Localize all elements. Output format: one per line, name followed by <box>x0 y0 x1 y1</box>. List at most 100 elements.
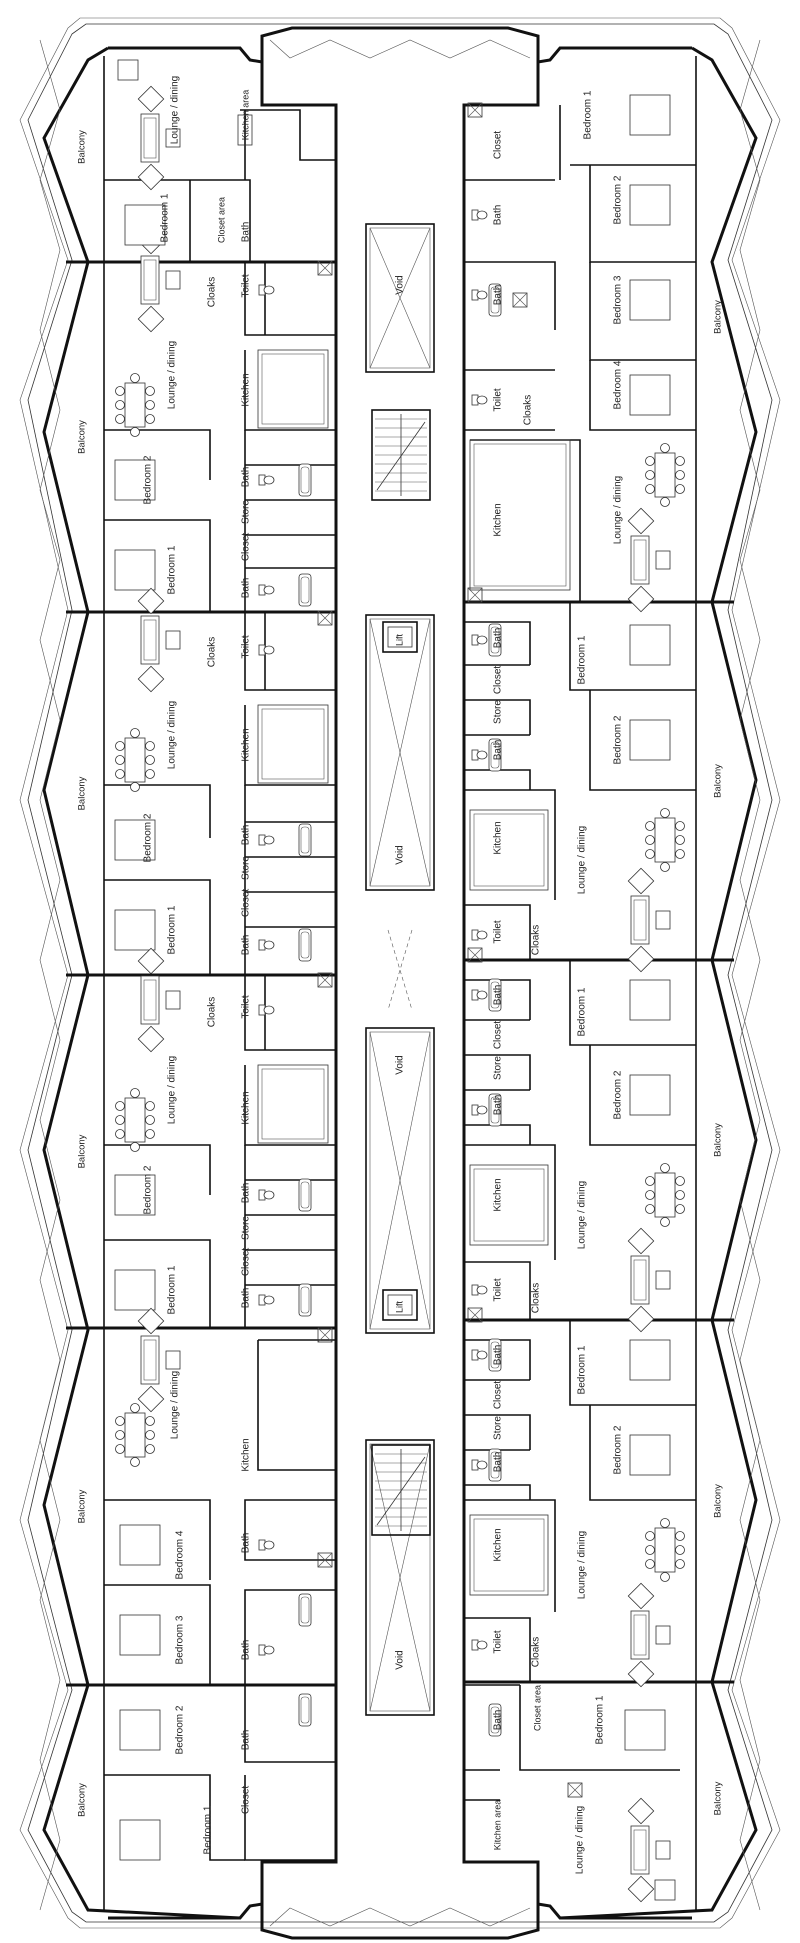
room-label-store: Store <box>241 1216 252 1240</box>
room-label-bath: Bath <box>493 1452 504 1473</box>
room-label-bedroom-3: Bedroom 3 <box>175 1615 186 1664</box>
lift-label: Lift <box>394 1301 404 1314</box>
bed <box>114 459 156 501</box>
shower-tray <box>317 260 333 276</box>
bed <box>629 1074 671 1116</box>
bed <box>629 624 671 666</box>
staircase <box>371 409 431 501</box>
void-shaft: Void <box>365 614 435 891</box>
room-label-kitchen: Kitchen <box>493 821 504 854</box>
toilet-fixture <box>258 1189 275 1201</box>
toilet-fixture <box>258 939 275 951</box>
sofa-set <box>627 507 671 613</box>
room-label-bedroom-2: Bedroom 2 <box>613 715 624 764</box>
room-label-bedroom-1: Bedroom 1 <box>167 545 178 594</box>
room-label-closet-area: Closet area <box>532 1685 542 1731</box>
toilet-fixture <box>258 1004 275 1016</box>
toilet-fixture <box>471 929 488 941</box>
room-label-cloaks: Cloaks <box>523 395 534 426</box>
room-label-kitchen: Kitchen <box>493 1178 504 1211</box>
bed <box>629 94 671 136</box>
room-label-bedroom-2: Bedroom 2 <box>143 813 154 862</box>
room-label-lounge: Lounge / dining <box>613 476 624 544</box>
room-label-cloaks: Cloaks <box>207 637 218 668</box>
toilet-fixture <box>471 289 488 301</box>
dining-table <box>115 728 155 792</box>
room-label-toilet: Toilet <box>493 388 504 412</box>
balcony-label: Balcony <box>713 1123 724 1157</box>
bed <box>629 979 671 1021</box>
room-label-toilet: Toilet <box>241 635 252 659</box>
bed <box>629 279 671 321</box>
dining-table <box>117 59 139 81</box>
room-label-store: Store <box>241 500 252 524</box>
room-label-bath: Bath <box>493 740 504 761</box>
bed <box>119 1819 161 1861</box>
right-unit-walls <box>464 105 734 1801</box>
room-label-bedroom-1: Bedroom 1 <box>583 90 594 139</box>
room-label-kitchen: Kitchen <box>241 728 252 761</box>
bathtub <box>298 928 312 962</box>
room-label-bedroom-4: Bedroom 4 <box>175 1530 186 1579</box>
toilet-fixture <box>471 1459 488 1471</box>
toilet-fixture <box>258 284 275 296</box>
bed <box>119 1614 161 1656</box>
room-label-lounge: Lounge / dining <box>577 826 588 894</box>
bathtub <box>488 1093 502 1127</box>
void-shaft: Void <box>365 1439 435 1716</box>
furniture <box>114 59 685 1903</box>
toilet-fixture <box>258 644 275 656</box>
bed <box>629 374 671 416</box>
room-label-closet: Closet <box>241 889 252 918</box>
bathtub <box>298 823 312 857</box>
kitchen-counter <box>469 439 571 591</box>
bed <box>624 1709 666 1751</box>
toilet-fixture <box>471 1284 488 1296</box>
building-outline <box>19 17 781 1940</box>
kitchen-counter <box>469 1164 549 1246</box>
shower-tray <box>512 292 528 308</box>
shower-tray <box>467 1307 483 1323</box>
room-label-lounge: Lounge / dining <box>170 76 181 144</box>
room-label-bedroom-1: Bedroom 1 <box>167 1265 178 1314</box>
room-label-cloaks: Cloaks <box>207 277 218 308</box>
room-label-bath: Bath <box>493 1095 504 1116</box>
sofa-set <box>137 85 181 191</box>
room-label-toilet: Toilet <box>493 1278 504 1302</box>
room-label-lounge: Lounge / dining <box>167 341 178 409</box>
void-shaft: Void <box>365 223 435 373</box>
room-label-bedroom-2: Bedroom 2 <box>613 1070 624 1119</box>
balcony-label: Balcony <box>713 1781 724 1815</box>
room-label-bedroom-1: Bedroom 1 <box>203 1805 214 1854</box>
void-label: Void <box>395 1055 406 1074</box>
room-labels: BalconyBalconyBalconyBalconyBalconyBalco… <box>77 76 724 1874</box>
room-label-bedroom-1: Bedroom 1 <box>167 905 178 954</box>
toilet-fixture <box>471 989 488 1001</box>
bed <box>114 549 156 591</box>
bathtub <box>298 1178 312 1212</box>
bed <box>114 1269 156 1311</box>
toilet-fixture <box>258 1539 275 1551</box>
room-label-toilet: Toilet <box>241 995 252 1019</box>
room-label-bath: Bath <box>493 628 504 649</box>
room-label-bedroom-1: Bedroom 1 <box>595 1695 606 1744</box>
room-label-bedroom-1: Bedroom 1 <box>577 635 588 684</box>
room-label-lounge: Lounge / dining <box>167 1056 178 1124</box>
balcony-label: Balcony <box>77 1489 88 1523</box>
room-label-bath: Bath <box>241 1640 252 1661</box>
room-label-closet: Closet <box>493 666 504 695</box>
room-label-bedroom-4: Bedroom 4 <box>613 360 624 409</box>
kitchen-counter <box>257 704 329 784</box>
toilet-fixture <box>471 1639 488 1651</box>
kitchen-counter <box>469 809 549 891</box>
balcony-label: Balcony <box>77 1783 88 1817</box>
shower-tray <box>567 1782 583 1798</box>
bathtub <box>298 573 312 607</box>
room-label-bedroom-3: Bedroom 3 <box>613 275 624 324</box>
room-label-cloaks: Cloaks <box>531 1283 542 1314</box>
room-label-bath: Bath <box>241 467 252 488</box>
shower-tray <box>467 947 483 963</box>
room-label-bath: Bath <box>241 1533 252 1554</box>
room-label-kitchen: Kitchen <box>493 503 504 536</box>
